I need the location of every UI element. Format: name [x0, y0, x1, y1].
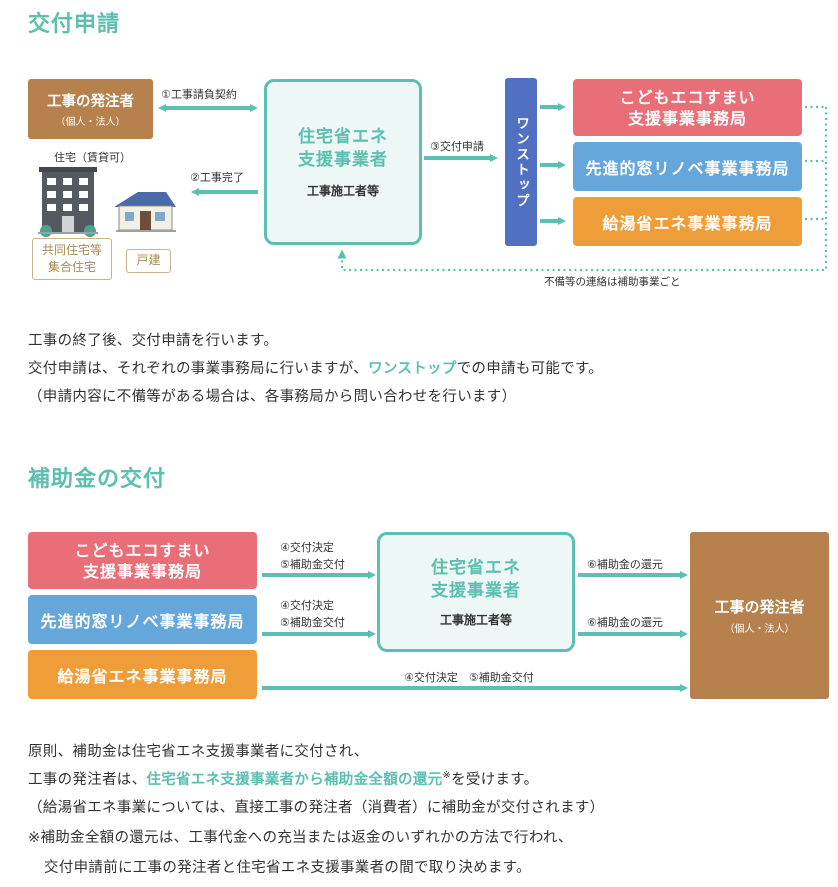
s2-para-line2-pre: 工事の発注者は、 [28, 772, 147, 788]
s1-para-line3: （申請内容に不備等がある場合は、各事務局から問い合わせを行います） [28, 389, 517, 405]
orderer-box: 工事の発注者 （個人・法人） [28, 79, 153, 139]
onestop-label: ワンストップ [513, 115, 529, 209]
center-title: 住宅省エネ 支援事業者 [298, 126, 388, 170]
s2-label-refund-2: ⑥補助金の還元 [587, 616, 663, 629]
s2-para-line2-highlight: 住宅省エネ支援事業者から補助金全額の還元 [146, 772, 443, 788]
s1-para-line2: 交付申請は、それぞれの事業事務局に行いますが、ワンストップでの申請も可能です。 [28, 357, 603, 378]
office-window-renovation-label: 先進的窓リノベ事業事務局 [585, 158, 790, 178]
s2-office-water-heater: 給湯省エネ事業事務局 [28, 650, 257, 699]
s1-para-line1: 工事の終了後、交付申請を行います。 [28, 333, 279, 349]
s2-office-water-heater-label: 給湯省エネ事業事務局 [57, 666, 228, 686]
center-sub: 工事施工者等 [306, 183, 379, 198]
s2-label-refund-1: ⑥補助金の還元 [587, 558, 663, 571]
s2-label-grant-1: ⑤補助金交付 [280, 558, 345, 571]
detached-house-icon [114, 192, 176, 232]
s2-para-line1: 原則、補助金は住宅省エネ支援事業者に交付され、 [28, 744, 369, 760]
s2-para-line4: ※補助金全額の還元は、工事代金への充当または返金のいずれかの方法で行われ、 [28, 830, 573, 846]
s2-para-line2-post: を受けます。 [451, 772, 539, 788]
s2-center-title: 住宅省エネ 支援事業者 [431, 557, 521, 601]
s2-para-line2: 工事の発注者は、住宅省エネ支援事業者から補助金全額の還元※を受けます。 [28, 768, 538, 789]
s2-office-kodomo-eco: こどもエコすまい 支援事業事務局 [28, 532, 257, 589]
s2-label-decide-2: ④交付決定 [280, 599, 334, 612]
section1-title: 交付申請 [28, 12, 121, 37]
s2-para-line2-sup: ※ [442, 770, 452, 782]
orderer-title: 工事の発注者 [47, 94, 134, 110]
office-water-heater: 給湯省エネ事業事務局 [573, 197, 802, 246]
s2-office-kodomo-eco-label: こどもエコすまい 支援事業事務局 [74, 540, 211, 581]
label-contract: ①工事請負契約 [161, 88, 237, 101]
onestop-box: ワンストップ [505, 78, 537, 246]
section2-title: 補助金の交付 [28, 467, 167, 492]
orderer-sub: （個人・法人） [55, 117, 126, 128]
s2-para-line5: 交付申請前に工事の発注者と住宅省エネ支援事業者の間で取り決めます。 [44, 860, 531, 876]
office-window-renovation: 先進的窓リノベ事業事務局 [573, 142, 802, 191]
label-complete: ②工事完了 [190, 171, 244, 184]
label-housing: 住宅（賃貸可） [54, 151, 131, 164]
s2-orderer-title: 工事の発注者 [714, 598, 805, 616]
apartment-building-icon [38, 167, 98, 237]
s1-para-line2-highlight: ワンストップ [368, 361, 457, 377]
s2-para-line3: （給湯省エネ事業については、直接工事の発注者（消費者）に補助金が交付されます） [28, 800, 605, 816]
s1-para-line2-post: での申請も可能です。 [456, 361, 604, 377]
s2-orderer-box: 工事の発注者 （個人・法人） [690, 532, 829, 699]
tag-multi-unit: 共同住宅等 集合住宅 [32, 238, 112, 280]
s2-office-window-renovation-label: 先進的窓リノベ事業事務局 [40, 611, 245, 631]
s2-label-grant-2: ⑤補助金交付 [280, 616, 345, 629]
s2-office-window-renovation: 先進的窓リノベ事業事務局 [28, 595, 257, 644]
center-box-section1: 住宅省エネ 支援事業者 工事施工者等 [264, 79, 422, 245]
tag-detached: 戸建 [126, 249, 171, 273]
s1-para-line2-pre: 交付申請は、それぞれの事業事務局に行いますが、 [28, 361, 369, 377]
feedback-dotted-line [337, 105, 828, 272]
office-kodomo-eco-label: こどもエコすまい 支援事業事務局 [619, 87, 756, 128]
office-water-heater-label: 給湯省エネ事業事務局 [602, 213, 773, 233]
label-apply: ③交付申請 [430, 140, 484, 153]
office-kodomo-eco: こどもエコすまい 支援事業事務局 [573, 79, 802, 136]
s2-label-decide-1: ④交付決定 [280, 541, 334, 554]
label-feedback: 不備等の連絡は補助事業ごと [544, 276, 681, 288]
s2-center-sub: 工事施工者等 [439, 612, 512, 627]
center-box-section2: 住宅省エネ 支援事業者 工事施工者等 [377, 532, 575, 652]
s2-orderer-sub: （個人・法人） [724, 624, 795, 635]
s2-label-bottom: ④交付決定 ⑤補助金交付 [404, 671, 534, 684]
